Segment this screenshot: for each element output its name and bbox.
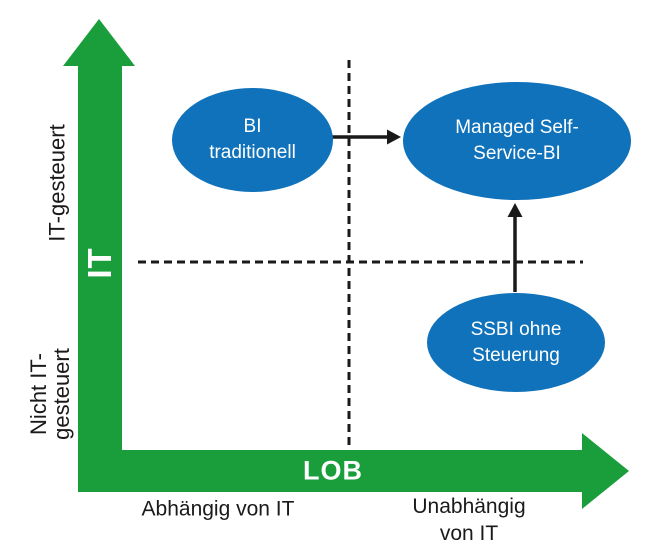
x-axis-high-label-line: von IT: [439, 522, 499, 545]
y-axis-name: IT: [81, 247, 118, 279]
y-axis-low-label-line: gesteuert: [49, 348, 74, 440]
x-axis-arrow: [78, 433, 629, 509]
node-label-line: SSBI ohne: [470, 318, 562, 340]
y-axis-high-label: IT-gesteuert: [44, 124, 70, 242]
node-managed-self-service-bi: Managed Self- Service-BI: [403, 82, 631, 200]
node-label-line: Service-BI: [473, 143, 561, 164]
node-ssbi-ohne-steuerung: SSBI ohne Steuerung: [427, 293, 605, 392]
node-label-line: Steuerung: [472, 344, 560, 366]
edge-bi-to-managed-arrow: [332, 129, 401, 145]
edge-ssbi-to-managed-head: [507, 203, 523, 217]
edge-bi-to-managed-head: [387, 129, 401, 145]
x-axis-high-label: Unabhängig von IT: [412, 493, 525, 547]
node-label-line: BI: [243, 116, 262, 137]
node-bi-traditionell: BI traditionell: [172, 88, 333, 192]
y-axis-low-label: Nicht IT- gesteuert: [26, 348, 74, 440]
y-axis-low-label-line: Nicht IT-: [26, 353, 51, 435]
node-label-line: Managed Self-: [455, 117, 579, 138]
x-axis-low-label: Abhängig von IT: [141, 497, 295, 521]
x-axis-high-label-line: Unabhängig: [412, 495, 526, 518]
node-label-line: traditionell: [209, 142, 296, 163]
y-axis-arrow: [63, 19, 135, 492]
x-axis-name: LOB: [303, 455, 363, 486]
edge-ssbi-to-managed-arrow: [507, 203, 523, 292]
